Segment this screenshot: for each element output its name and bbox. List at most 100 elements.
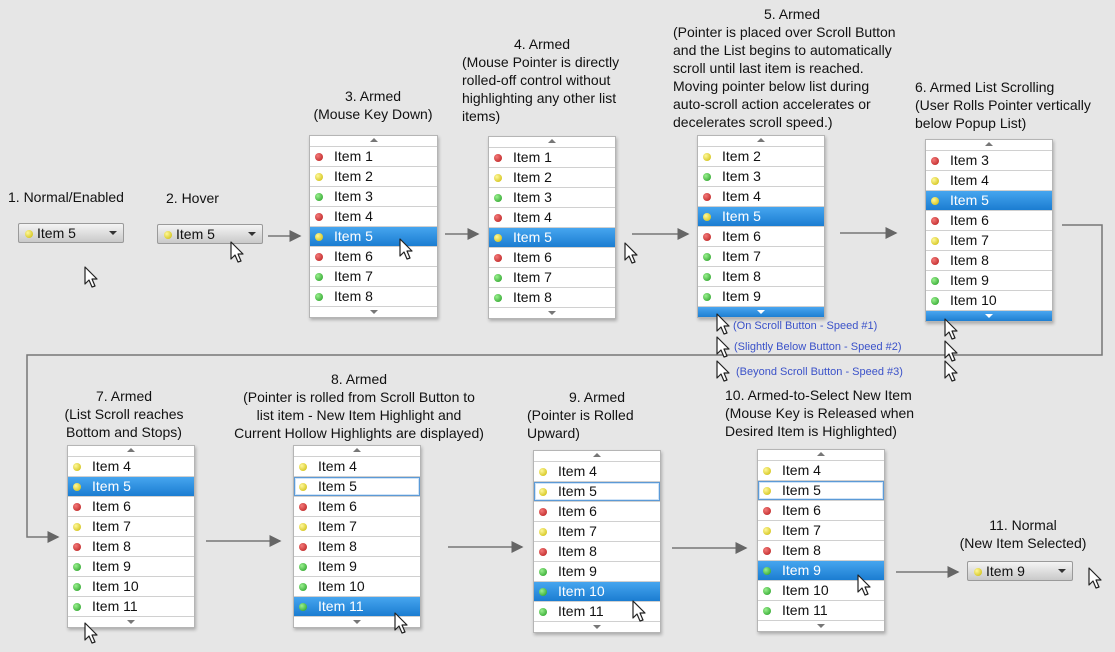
list-item[interactable]: Item 4 [698, 186, 824, 206]
combo-box-selected[interactable]: Item 9 [967, 561, 1073, 581]
list-item[interactable]: Item 9 [758, 560, 884, 580]
scroll-up-button[interactable] [926, 140, 1052, 150]
list-item[interactable]: Item 6 [310, 246, 437, 266]
list-item[interactable]: Item 2 [489, 167, 615, 187]
list-item[interactable]: Item 4 [534, 461, 660, 481]
list-item[interactable]: Item 3 [489, 187, 615, 207]
list-item[interactable]: Item 9 [68, 556, 194, 576]
list-item[interactable]: Item 7 [489, 267, 615, 287]
list-item[interactable]: Item 10 [926, 290, 1052, 310]
list-item[interactable]: Item 4 [926, 170, 1052, 190]
scroll-down-button[interactable] [698, 306, 824, 317]
chevron-down-icon[interactable] [248, 232, 256, 236]
list-item[interactable]: Item 11 [294, 596, 420, 616]
status-dot-icon [299, 523, 307, 531]
list-item[interactable]: Item 4 [68, 456, 194, 476]
list-item[interactable]: Item 2 [698, 146, 824, 166]
scroll-down-button[interactable] [68, 616, 194, 627]
list-item[interactable]: Item 6 [926, 210, 1052, 230]
scroll-down-button[interactable] [926, 310, 1052, 321]
list-item[interactable]: Item 8 [534, 541, 660, 561]
list-item[interactable]: Item 3 [698, 166, 824, 186]
list-item[interactable]: Item 9 [926, 270, 1052, 290]
scroll-down-button[interactable] [534, 621, 660, 632]
list-item[interactable]: Item 10 [68, 576, 194, 596]
list-item[interactable]: Item 4 [489, 207, 615, 227]
list-item[interactable]: Item 5 [489, 227, 615, 247]
scroll-up-icon [127, 448, 135, 452]
list-item[interactable]: Item 4 [294, 456, 420, 476]
list-item[interactable]: Item 8 [310, 286, 437, 306]
list-item[interactable]: Item 1 [310, 146, 437, 166]
list-item[interactable]: Item 5 [68, 476, 194, 496]
combo-box-hover[interactable]: Item 5 [157, 224, 263, 244]
list-item[interactable]: Item 1 [489, 147, 615, 167]
list-item[interactable]: Item 5 [698, 206, 824, 226]
list-item-label: Item 7 [513, 269, 552, 285]
list-item[interactable]: Item 6 [68, 496, 194, 516]
list-item[interactable]: Item 4 [310, 206, 437, 226]
list-item[interactable]: Item 4 [758, 460, 884, 480]
list-item[interactable]: Item 11 [758, 600, 884, 620]
scroll-up-button[interactable] [294, 446, 420, 456]
list-item[interactable]: Item 7 [758, 520, 884, 540]
list-item[interactable]: Item 11 [534, 601, 660, 621]
scroll-up-button[interactable] [489, 137, 615, 147]
list-item[interactable]: Item 8 [489, 287, 615, 307]
scroll-up-button[interactable] [310, 136, 437, 146]
list-item[interactable]: Item 7 [698, 246, 824, 266]
list-item[interactable]: Item 11 [68, 596, 194, 616]
list-item[interactable]: Item 7 [310, 266, 437, 286]
list-item[interactable]: Item 7 [534, 521, 660, 541]
scroll-up-button[interactable] [758, 450, 884, 460]
list-item[interactable]: Item 8 [758, 540, 884, 560]
list-item[interactable]: Item 8 [926, 250, 1052, 270]
list-item[interactable]: Item 6 [698, 226, 824, 246]
list-item[interactable]: Item 9 [534, 561, 660, 581]
list-item[interactable]: Item 9 [294, 556, 420, 576]
list-item[interactable]: Item 6 [294, 496, 420, 516]
list-item-label: Item 6 [92, 498, 131, 514]
scroll-down-button[interactable] [310, 306, 437, 317]
scroll-down-button[interactable] [489, 307, 615, 318]
scroll-up-button[interactable] [698, 136, 824, 146]
pointer-cursor-icon [84, 266, 100, 290]
list-item[interactable]: Item 10 [534, 581, 660, 601]
list-item[interactable]: Item 7 [68, 516, 194, 536]
list-item[interactable]: Item 3 [310, 186, 437, 206]
scroll-down-button[interactable] [294, 616, 420, 627]
list-item[interactable]: Item 8 [294, 536, 420, 556]
list-item[interactable]: Item 8 [698, 266, 824, 286]
list-item[interactable]: Item 8 [68, 536, 194, 556]
chevron-down-icon[interactable] [1058, 569, 1066, 573]
scroll-down-button[interactable] [758, 620, 884, 631]
list-item[interactable]: Item 7 [294, 516, 420, 536]
list-item[interactable]: Item 6 [534, 501, 660, 521]
list-item[interactable]: Item 3 [926, 150, 1052, 170]
list-item[interactable]: Item 5 [294, 476, 420, 496]
list-item[interactable]: Item 5 [534, 481, 660, 501]
list-item[interactable]: Item 9 [698, 286, 824, 306]
scroll-up-button[interactable] [68, 446, 194, 456]
status-dot-icon [315, 253, 323, 261]
chevron-down-icon[interactable] [109, 231, 117, 235]
list-item[interactable]: Item 5 [758, 480, 884, 500]
list-item[interactable]: Item 6 [758, 500, 884, 520]
list-item[interactable]: Item 7 [926, 230, 1052, 250]
list-item[interactable]: Item 10 [294, 576, 420, 596]
combo-box-normal[interactable]: Item 5 [18, 223, 124, 243]
scroll-up-button[interactable] [534, 451, 660, 461]
list-item[interactable]: Item 5 [310, 226, 437, 246]
list-item[interactable]: Item 6 [489, 247, 615, 267]
list-item[interactable]: Item 5 [926, 190, 1052, 210]
list-item[interactable]: Item 10 [758, 580, 884, 600]
list-item[interactable]: Item 2 [310, 166, 437, 186]
